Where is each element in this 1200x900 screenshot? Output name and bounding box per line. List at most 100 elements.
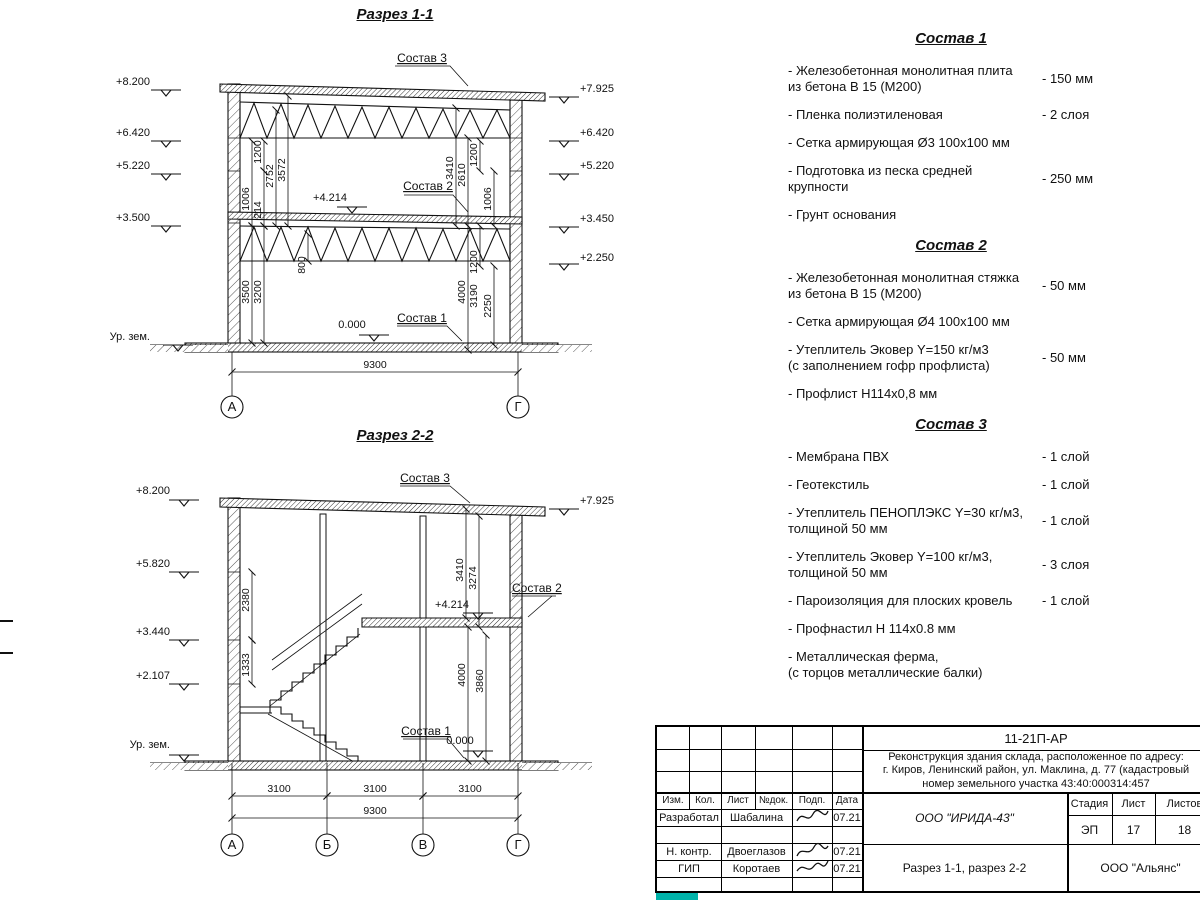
left-wall	[227, 497, 241, 764]
dimension-label: 1333	[240, 653, 252, 677]
project-description: Реконструкция здания склада, расположенн…	[864, 750, 1200, 792]
composition-item: - Металлическая ферма, (с торцов металли…	[788, 649, 1114, 681]
composition-3: Состав 3 - Мембрана ПВХ - 1 слой - Геоте…	[788, 416, 1114, 681]
dimension-label: 2752	[264, 164, 276, 188]
dimension-label: 1006	[240, 187, 252, 211]
axis-label: А	[228, 399, 237, 414]
role-label: Разработал	[659, 811, 719, 824]
person-name: Двоеглазов	[727, 845, 786, 858]
layer-text: - Мембрана ПВХ	[788, 449, 889, 464]
roof-truss	[239, 101, 511, 140]
layer-callout: Состав 2	[512, 581, 562, 595]
dimension-label: 214	[252, 201, 264, 219]
layer-text: - Пленка полиэтиленовая	[788, 107, 943, 122]
layer-text: - Подготовка из песка средней крупности	[788, 163, 973, 194]
dimension-label: 1006	[482, 187, 494, 211]
dimension-label: 9300	[363, 359, 387, 371]
partition-b	[319, 513, 327, 762]
sheet-name: Разрез 1-1, разрез 2-2	[902, 860, 1027, 875]
dimension-label: 3100	[458, 783, 482, 795]
contractor-org-name: ООО "Альянс"	[1100, 860, 1181, 875]
layer-quantity: - 1 слой	[1042, 477, 1090, 492]
date-label: 07.21	[833, 811, 861, 824]
person-name: Шабалина	[729, 811, 784, 824]
sheet-header: Лист	[1121, 797, 1146, 810]
role-label: ГИП	[678, 862, 700, 875]
elevation-label: +5.220	[580, 160, 614, 172]
rev-col-kol: Кол.	[695, 795, 715, 806]
layer-callout: Состав 3	[397, 51, 447, 65]
layer-text: - Пароизоляция для плоских кровель	[788, 593, 1013, 608]
dimension-label: 2610	[456, 163, 468, 187]
signature-icon	[796, 809, 829, 822]
layer-text: - Геотекстиль	[788, 477, 870, 492]
signature-icon	[796, 860, 829, 872]
composition-item: - Сетка армирующая Ø3 100х100 мм	[788, 135, 1114, 151]
dimension-label: 4000	[456, 280, 468, 304]
elevation-label: +6.420	[116, 127, 150, 139]
layer-text: - Профлист Н114х0,8 мм	[788, 386, 938, 401]
layer-text: - Утеплитель Эковер Y=150 кг/м3 (с запол…	[788, 342, 990, 373]
dimension-label: 3410	[444, 156, 456, 180]
roof-slab	[219, 83, 546, 102]
axis-bubble	[506, 833, 530, 857]
composition-item: - Пароизоляция для плоских кровель - 1 с…	[788, 593, 1114, 609]
role-label: Н. контр.	[666, 845, 712, 858]
layer-quantity: - 50 мм	[1042, 350, 1086, 365]
design-org-name: ООО "ИРИДА-43"	[915, 811, 1014, 825]
elevation-label: +5.820	[136, 558, 170, 570]
composition-item: - Профлист Н114х0,8 мм	[788, 386, 1114, 402]
dimension-label: 3410	[454, 558, 466, 582]
dimension-label: 1200	[252, 140, 264, 164]
layer-text: - Металлическая ферма, (с торцов металли…	[788, 649, 983, 680]
fold-mark	[0, 652, 13, 654]
dimension-label: 9300	[363, 805, 387, 817]
dimension-label: 3100	[267, 783, 291, 795]
dimension-label: 1200	[468, 143, 480, 167]
elevation-label: +2.107	[136, 670, 170, 682]
elevation-label: +8.200	[116, 76, 150, 88]
signature-icon	[796, 842, 829, 857]
section-2-title: Разрез 2-2	[356, 427, 434, 444]
sheets-value: 18	[1177, 822, 1192, 837]
elevation-label: +6.420	[580, 127, 614, 139]
dimension-label: 3860	[474, 669, 486, 693]
dimension-label: 4000	[456, 663, 468, 687]
rev-col-list: Лист	[727, 795, 749, 806]
stage-value: ЭП	[1080, 822, 1099, 837]
composition-item: - Мембрана ПВХ - 1 слой	[788, 449, 1114, 465]
composition-2: Состав 2 - Железобетонная монолитная стя…	[788, 237, 1114, 402]
axis-bubble	[411, 833, 435, 857]
composition-item: - Железобетонная монолитная плита из бет…	[788, 63, 1114, 95]
dimension-lines	[228, 505, 522, 834]
ground-level-label: Ур. зем.	[110, 331, 150, 343]
layer-quantity: - 1 слой	[1042, 513, 1090, 528]
elevation-label: +7.925	[580, 83, 614, 95]
axis-bubble	[506, 395, 530, 419]
elevation-label: +5.220	[116, 160, 150, 172]
dimension-lines	[228, 92, 522, 396]
composition-title: Состав 1	[915, 30, 987, 47]
axis-bubble	[220, 833, 244, 857]
composition-item: - Пленка полиэтиленовая - 2 слоя	[788, 107, 1114, 123]
dimension-label: 1200	[468, 250, 480, 274]
dimension-label: 3274	[467, 566, 479, 590]
elevation-label: 0.000	[446, 735, 474, 747]
dimension-label: 800	[296, 256, 308, 274]
composition-item: - Утеплитель Эковер Y=150 кг/м3 (с запол…	[788, 342, 1114, 374]
layer-text: - Утеплитель Эковер Y=100 кг/м3, толщино…	[788, 549, 993, 580]
elevation-label: +4.214	[435, 599, 469, 611]
layer-text: - Грунт основания	[788, 207, 897, 222]
elevation-label: +8.200	[136, 485, 170, 497]
ground-slab	[184, 760, 559, 771]
elevation-label: +4.214	[313, 192, 347, 204]
roof-slab	[219, 497, 546, 517]
axis-label: Б	[323, 837, 332, 852]
elevation-label: 0.000	[338, 319, 366, 331]
layer-quantity: - 1 слой	[1042, 593, 1090, 608]
composition-item: - Профнастил Н 114х0.8 мм	[788, 621, 1114, 637]
